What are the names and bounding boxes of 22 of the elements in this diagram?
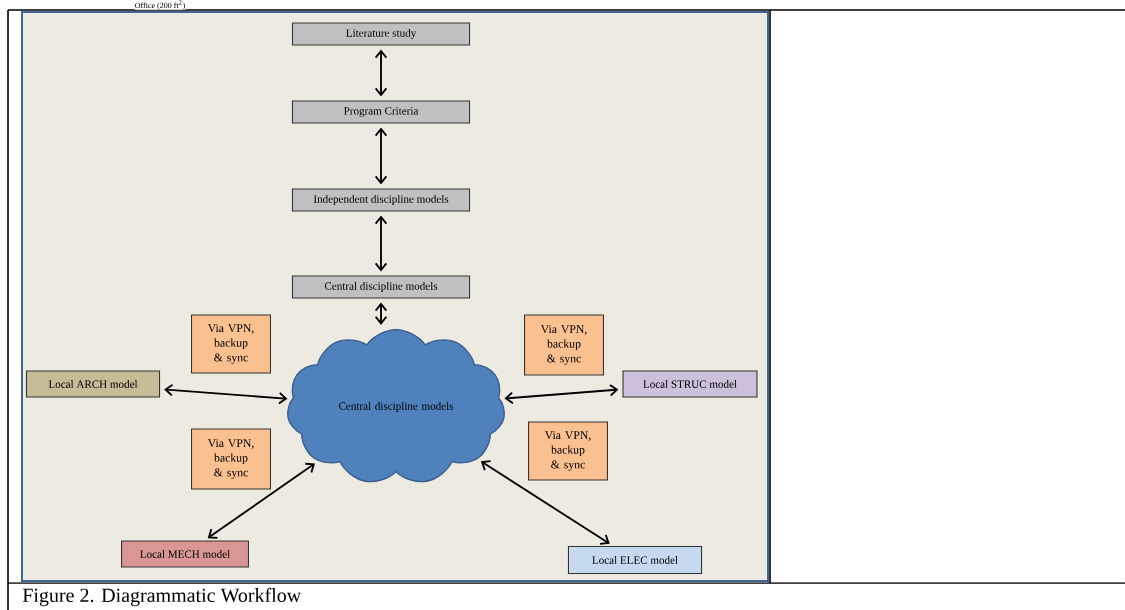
- process-box: Independent discipline models: [291, 188, 471, 212]
- note-box: Via VPN, backup & sync: [191, 314, 271, 374]
- caption: Figure 2. Diagrammatic Workflow: [22, 587, 302, 607]
- process-box: Literature study: [291, 22, 471, 46]
- note-box: Via VPN, backup & sync: [528, 421, 608, 481]
- heading-text: Office (200 ft$^{2}$): [135, 0, 185, 10]
- arrow: [374, 215, 388, 272]
- note-box: Via VPN, backup & sync: [524, 314, 604, 376]
- process-box: Local MECH model: [121, 540, 249, 568]
- process-box: Program Criteria: [291, 100, 471, 124]
- process-box: Local STRUC model: [622, 370, 758, 398]
- note-box: Via VPN, backup & sync: [191, 428, 271, 490]
- process-box: Local ARCH model: [25, 370, 161, 398]
- arrow: [374, 302, 388, 325]
- arrow: [480, 460, 610, 545]
- arrow: [374, 127, 388, 185]
- process-box: Local ELEC model: [567, 546, 703, 574]
- arrow: [374, 49, 388, 97]
- arrow: [207, 462, 315, 539]
- arrow: [504, 383, 619, 405]
- arrow: [164, 383, 288, 405]
- process-box: Central discipline models: [291, 275, 471, 299]
